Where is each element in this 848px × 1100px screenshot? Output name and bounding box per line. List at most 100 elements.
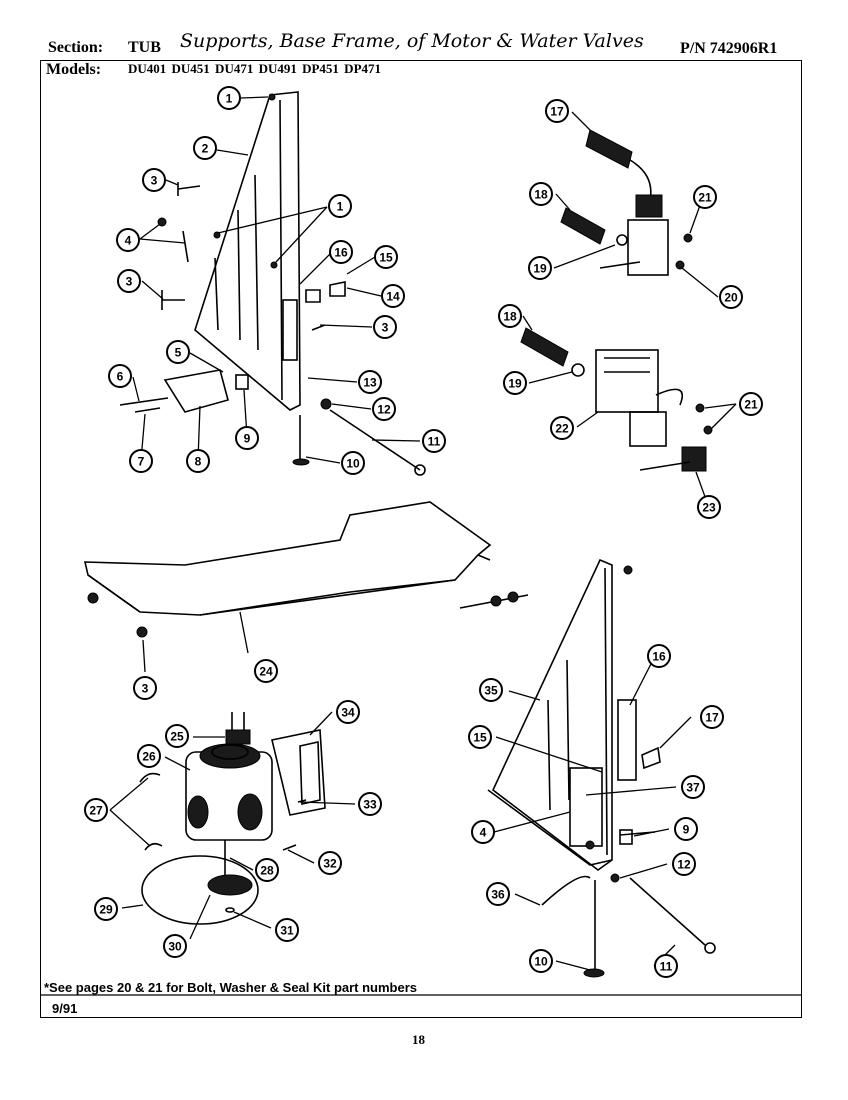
callout-number: 3 — [151, 174, 158, 188]
callout-number: 13 — [363, 376, 377, 390]
revision-date: 9/91 — [52, 1001, 78, 1016]
callout-number: 32 — [323, 857, 337, 871]
diagram-frame — [40, 60, 802, 1018]
callout-number: 12 — [677, 858, 691, 872]
callout-number: 34 — [341, 706, 355, 720]
callout-16: 16 — [329, 240, 353, 264]
callout-33: 33 — [358, 792, 382, 816]
handwritten-title: Supports, Base Frame, of Motor & Water V… — [180, 30, 644, 52]
callout-number: 21 — [698, 191, 712, 205]
callout-5: 5 — [166, 340, 190, 364]
callout-4: 4 — [116, 228, 140, 252]
section-label: Section: — [48, 39, 104, 56]
callout-30: 30 — [163, 934, 187, 958]
callout-number: 27 — [89, 804, 103, 818]
callout-15: 15 — [468, 725, 492, 749]
callout-10: 10 — [529, 949, 553, 973]
callout-number: 30 — [168, 940, 182, 954]
callout-number: 23 — [702, 501, 716, 515]
callout-15: 15 — [374, 245, 398, 269]
tub-support-bracket-lower — [459, 558, 716, 978]
callout-number: 7 — [138, 455, 145, 469]
callout-19: 19 — [528, 256, 552, 280]
callout-number: 10 — [534, 955, 548, 969]
callout-number: 20 — [724, 291, 738, 305]
callout-13: 13 — [358, 370, 382, 394]
page-number: 18 — [412, 1032, 425, 1047]
callout-number: 21 — [744, 398, 758, 412]
leader-lines — [109, 96, 737, 971]
callout-number: 9 — [683, 823, 690, 837]
callout-number: 11 — [660, 960, 673, 974]
callout-19: 19 — [503, 371, 527, 395]
callout-number: 19 — [508, 377, 522, 391]
callout-23: 23 — [697, 495, 721, 519]
callout-9: 9 — [674, 817, 698, 841]
callout-31: 31 — [275, 918, 299, 942]
callout-18: 18 — [498, 304, 522, 328]
callout-number: 8 — [195, 455, 202, 469]
callout-25: 25 — [165, 724, 189, 748]
callout-11: 11 — [422, 429, 446, 453]
callout-number: 18 — [503, 310, 517, 324]
callout-21: 21 — [693, 185, 717, 209]
callout-number: 5 — [175, 346, 182, 360]
callout-number: 36 — [491, 888, 505, 902]
callout-22: 22 — [550, 416, 574, 440]
callout-number: 3 — [382, 321, 389, 335]
callout-8: 8 — [186, 449, 210, 473]
callout-number: 22 — [555, 422, 569, 436]
callout-35: 35 — [479, 678, 503, 702]
callout-number: 16 — [652, 650, 666, 664]
motor-assembly — [139, 712, 326, 925]
callout-number: 31 — [280, 924, 294, 938]
callout-number: 6 — [117, 370, 124, 384]
callout-number: 3 — [142, 682, 149, 696]
callout-number: 24 — [259, 665, 273, 679]
callout-number: 2 — [202, 142, 209, 156]
callout-14: 14 — [381, 284, 405, 308]
kit-footnote: *See pages 20 & 21 for Bolt, Washer & Se… — [44, 980, 418, 995]
water-valve-lower — [520, 327, 713, 472]
callout-number: 33 — [363, 798, 377, 812]
callout-3: 3 — [133, 676, 157, 700]
callout-number: 11 — [428, 435, 441, 449]
callout-number: 12 — [377, 403, 391, 417]
callout-28: 28 — [255, 858, 279, 882]
callout-34: 34 — [336, 700, 360, 724]
callout-number: 4 — [480, 826, 487, 840]
callout-number: 19 — [533, 262, 547, 276]
callout-number: 25 — [170, 730, 184, 744]
callout-3: 3 — [373, 315, 397, 339]
callout-number: 14 — [386, 290, 400, 304]
callout-number: 10 — [346, 457, 360, 471]
callout-11: 11 — [654, 954, 678, 978]
callout-number: 4 — [125, 234, 132, 248]
callout-16: 16 — [647, 644, 671, 668]
tub-support-bracket — [194, 91, 301, 411]
callout-number: 9 — [244, 432, 251, 446]
callout-number: 26 — [142, 750, 156, 764]
callout-10: 10 — [341, 451, 365, 475]
callout-1: 1 — [328, 194, 352, 218]
callout-6: 6 — [108, 364, 132, 388]
callout-number: 15 — [473, 731, 487, 745]
callout-number: 29 — [99, 903, 113, 917]
callout-4: 4 — [471, 820, 495, 844]
callout-number: 17 — [705, 711, 719, 725]
callout-37: 37 — [681, 775, 705, 799]
callout-27: 27 — [84, 798, 108, 822]
callout-9: 9 — [235, 426, 259, 450]
callout-number: 16 — [334, 246, 348, 260]
callout-17: 17 — [700, 705, 724, 729]
callout-7: 7 — [129, 449, 153, 473]
callout-2: 2 — [193, 136, 217, 160]
callout-12: 12 — [372, 397, 396, 421]
callout-number: 35 — [484, 684, 498, 698]
callout-number: 15 — [379, 251, 393, 265]
callout-number: 37 — [686, 781, 700, 795]
callout-number: 3 — [126, 275, 133, 289]
water-valve-upper — [560, 129, 693, 276]
callout-3: 3 — [117, 269, 141, 293]
